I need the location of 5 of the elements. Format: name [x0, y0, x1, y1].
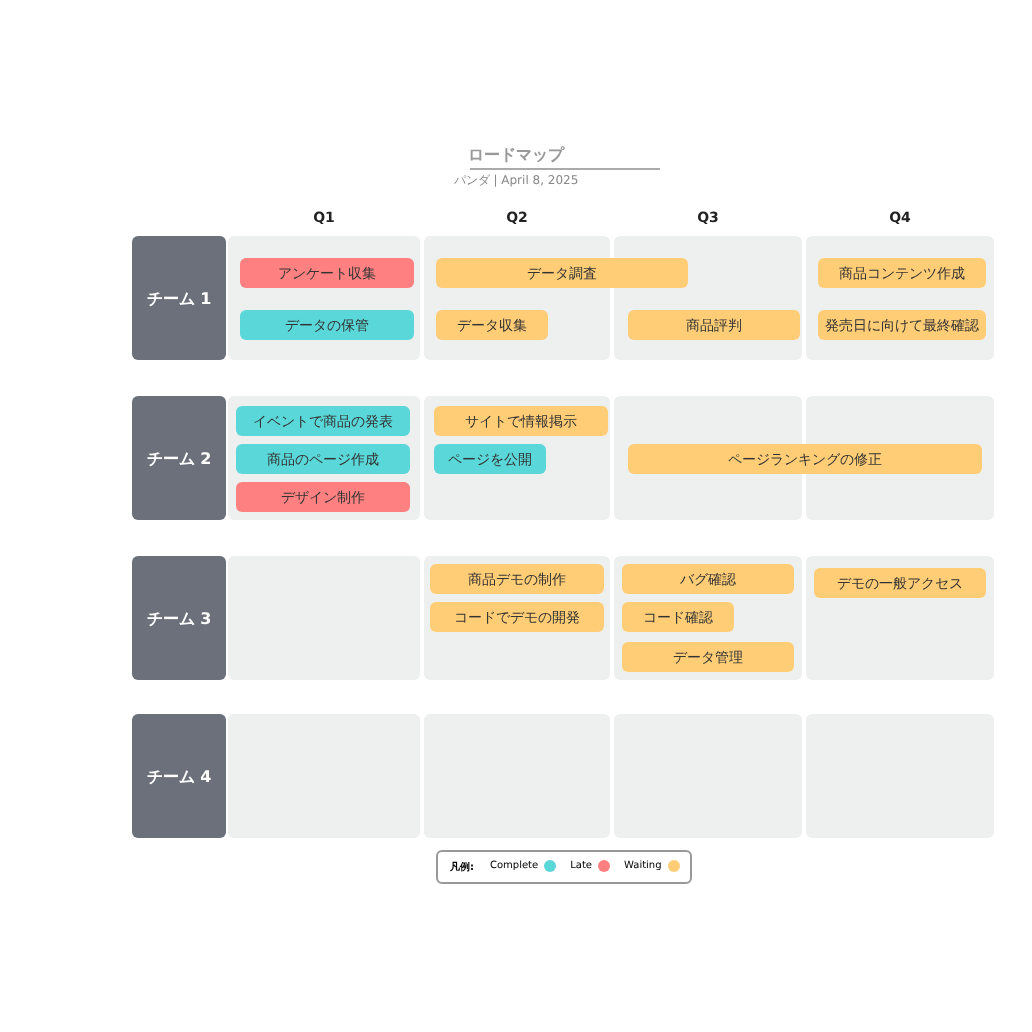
team-header: チーム 3 — [132, 556, 226, 680]
team-header: チーム 4 — [132, 714, 226, 838]
title: ロードマップ — [466, 144, 567, 166]
team-header: チーム 2 — [132, 396, 226, 520]
team-header: チーム 1 — [132, 236, 226, 360]
